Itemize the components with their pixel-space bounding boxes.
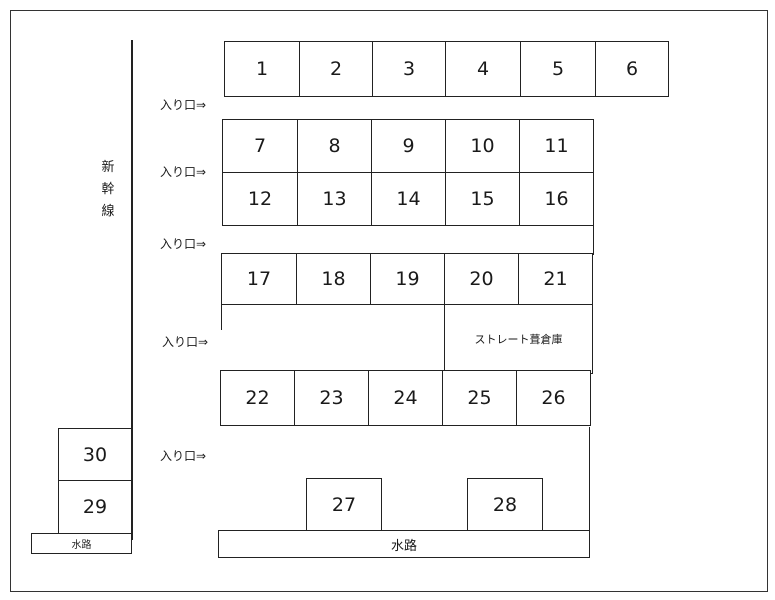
map-frame — [10, 10, 768, 592]
parking-lot-10: 10 — [445, 119, 520, 173]
parking-lot-8: 8 — [297, 119, 372, 173]
parking-lot-15: 15 — [445, 172, 520, 226]
waterway-small: 水路 — [31, 533, 132, 554]
parking-lot-29: 29 — [58, 480, 132, 534]
parking-lot-20: 20 — [444, 253, 519, 305]
parking-lot-21: 21 — [518, 253, 593, 305]
parking-lot-28: 28 — [467, 478, 543, 532]
shinkansen-label: 新 幹 線 — [101, 160, 115, 219]
parking-lot-27: 27 — [306, 478, 382, 532]
parking-lot-18: 18 — [296, 253, 371, 305]
parking-lot-19: 19 — [370, 253, 445, 305]
parking-lot-11: 11 — [519, 119, 594, 173]
parking-lot-13: 13 — [297, 172, 372, 226]
parking-lot-22: 22 — [220, 370, 295, 426]
parking-lot-2: 2 — [299, 41, 373, 97]
parking-lot-12: 12 — [222, 172, 298, 226]
parking-lot-30: 30 — [58, 428, 132, 481]
entrance-label-2: 入り口⇒ — [160, 165, 207, 179]
open-area-left-line — [221, 304, 222, 330]
parking-lot-3: 3 — [372, 41, 446, 97]
parking-lot-7: 7 — [222, 119, 298, 173]
parking-lot-23: 23 — [294, 370, 369, 426]
entrance-label-3: 入り口⇒ — [160, 237, 207, 251]
parking-lot-4: 4 — [445, 41, 521, 97]
parking-lot-9: 9 — [371, 119, 446, 173]
parking-lot-25: 25 — [442, 370, 517, 426]
parking-lot-14: 14 — [371, 172, 446, 226]
parking-lot-16: 16 — [519, 172, 594, 226]
parking-lot-26: 26 — [516, 370, 591, 426]
storage-shed: ストレート葺倉庫 — [444, 304, 593, 374]
waterway-main: 水路 — [218, 530, 590, 558]
parking-lot-6: 6 — [595, 41, 669, 97]
shinkansen-line — [131, 40, 133, 540]
boundary-line-right-upper — [593, 225, 594, 255]
entrance-label-5: 入り口⇒ — [160, 449, 207, 463]
parking-lot-5: 5 — [520, 41, 596, 97]
parking-lot-17: 17 — [221, 253, 297, 305]
boundary-line-right-lower — [589, 427, 590, 531]
entrance-label-4: 入り口⇒ — [162, 335, 209, 349]
entrance-label-1: 入り口⇒ — [160, 98, 207, 112]
parking-lot-24: 24 — [368, 370, 443, 426]
parking-lot-1: 1 — [224, 41, 300, 97]
